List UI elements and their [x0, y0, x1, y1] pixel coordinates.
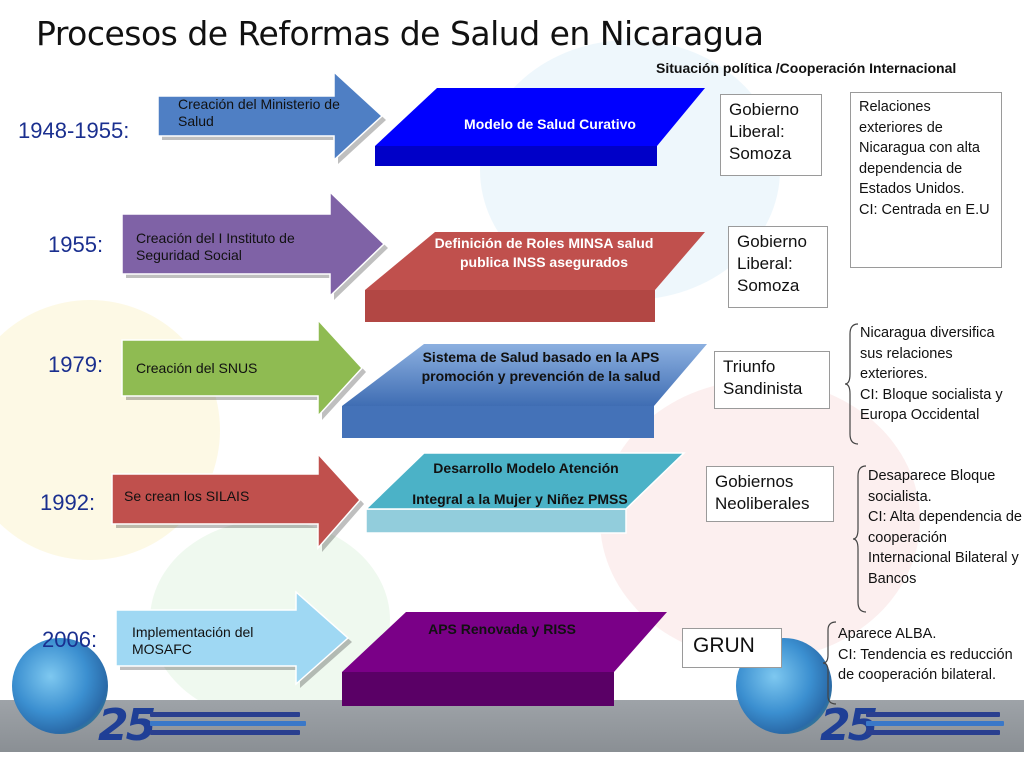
- model-shape: Definición de Roles MINSA salud publica …: [365, 232, 705, 324]
- action-arrow: Se crean los SILAIS: [111, 452, 368, 554]
- left-brace-icon: [852, 465, 867, 613]
- opas-globe-logo: [12, 638, 108, 734]
- action-arrow: Implementación del MOSAFC: [115, 590, 356, 690]
- left-brace-icon: [844, 323, 859, 445]
- logo-tagline-lines: [866, 712, 1006, 739]
- model-text-line: Integral a la Mujer y Niñez PMSS: [412, 491, 628, 507]
- relations-text: Relaciones exteriores de Nicaragua con a…: [859, 99, 980, 197]
- slide-subtitle: Situación política /Cooperación Internac…: [656, 60, 957, 76]
- left-brace-icon: [822, 621, 837, 705]
- slide-title: Procesos de Reformas de Salud en Nicarag…: [36, 14, 764, 53]
- relations-text: Nicaragua diversifica sus relaciones ext…: [860, 325, 995, 382]
- relations-box: Relaciones exteriores de Nicaragua con a…: [850, 92, 1002, 268]
- model-shape: Modelo de Salud Curativo: [375, 88, 705, 168]
- year-label: 1979:: [48, 352, 104, 377]
- model-text-line: Desarrollo Modelo Atención: [433, 460, 619, 476]
- arrow-shape: [121, 190, 388, 300]
- action-text: Creación del Ministerio de Salud: [178, 96, 340, 129]
- model-text: Sistema de Salud basado en la APS promoc…: [421, 349, 661, 384]
- arrow-shape: [111, 452, 364, 552]
- year-label: 1948-1955:: [18, 118, 130, 143]
- relations-box: Aparece ALBA. CI: Tendencia es reducción…: [838, 624, 1018, 686]
- relations-box: Desaparece Bloque socialista. CI: Alta d…: [868, 466, 1022, 589]
- action-text: Creación del I Instituto de Seguridad So…: [136, 230, 295, 263]
- political-situation-box: Triunfo Sandinista: [714, 351, 830, 409]
- year-label: 2006:: [42, 627, 98, 652]
- relations-text: Aparece ALBA.: [838, 626, 937, 642]
- action-text: Implementación del MOSAFC: [132, 624, 254, 657]
- relations-text: CI: Alta dependencia de cooperación Inte…: [868, 509, 1022, 587]
- action-text: Se crean los SILAIS: [124, 488, 250, 504]
- arrow-shape: [121, 318, 366, 420]
- relations-text: CI: Bloque socialista y Europa Occidenta…: [860, 386, 1003, 424]
- model-text: APS Renovada y RISS: [428, 621, 576, 637]
- year-label: 1955:: [48, 232, 104, 257]
- arrow-shape: [157, 70, 386, 164]
- model-text: Modelo de Salud Curativo: [464, 116, 636, 132]
- action-arrow: Creación del I Instituto de Seguridad So…: [121, 190, 394, 304]
- relations-text: CI: Centrada en E.U: [859, 201, 990, 218]
- model-text: Definición de Roles MINSA salud publica …: [434, 235, 654, 270]
- model-shape: APS Renovada y RISS: [342, 612, 667, 706]
- political-situation-box: Gobiernos Neoliberales: [706, 466, 834, 522]
- political-situation-box: Gobierno Liberal: Somoza: [728, 226, 828, 308]
- relations-text: CI: Tendencia es reducción de cooperació…: [838, 646, 1013, 684]
- model-shape: Desarrollo Modelo Atención Integral a la…: [364, 452, 686, 535]
- arrow-shape: [115, 590, 352, 688]
- political-situation-box: Gobierno Liberal: Somoza: [720, 94, 822, 176]
- action-arrow: Creación del SNUS: [121, 318, 370, 422]
- footer-banner: 25 25: [0, 638, 1024, 752]
- action-arrow: Creación del Ministerio de Salud: [157, 70, 390, 164]
- relations-text: Desaparece Bloque socialista.: [868, 468, 996, 505]
- year-label: 1992:: [40, 490, 96, 515]
- action-text: Creación del SNUS: [136, 360, 258, 376]
- logo-tagline-lines: [150, 712, 310, 739]
- relations-box: Nicaragua diversifica sus relaciones ext…: [860, 323, 1020, 426]
- political-situation-box: GRUN: [682, 628, 782, 668]
- model-shape: Sistema de Salud basado en la APS promoc…: [342, 344, 707, 440]
- logo-number: 25: [98, 700, 156, 751]
